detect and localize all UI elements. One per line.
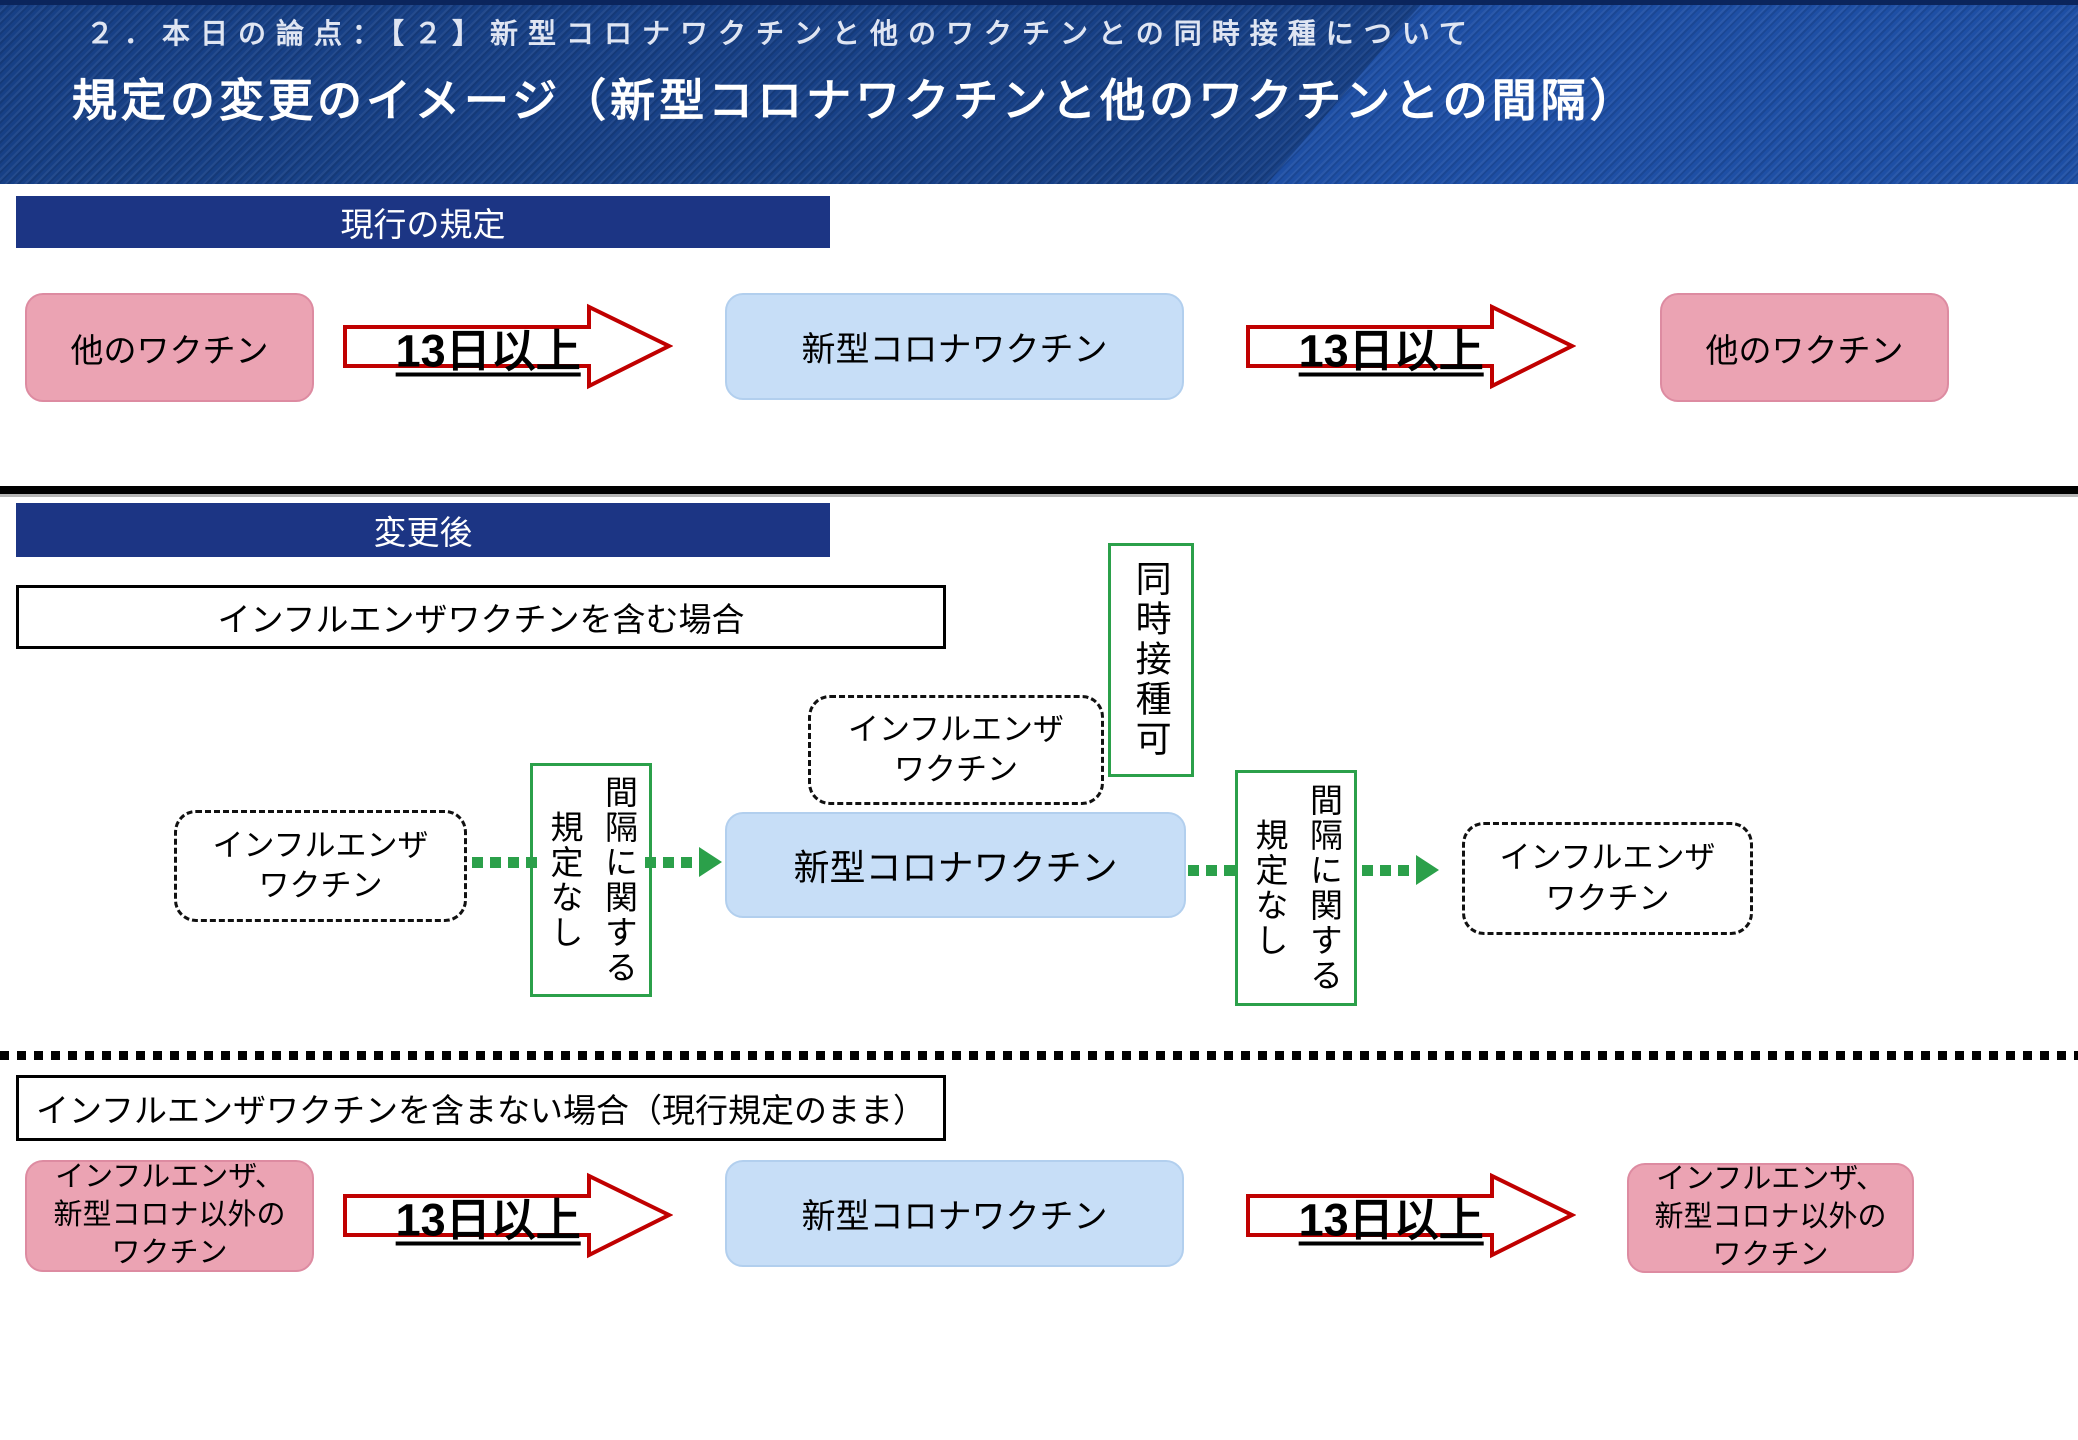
covid-vaccine-box-middle: 新型コロナワクチン [725, 812, 1186, 918]
interval-arrow-label: 13日以上 [395, 325, 581, 376]
covid-vaccine-box: 新型コロナワクチン [725, 293, 1184, 400]
interval-arrow-right: 13日以上 [1246, 1172, 1576, 1259]
other-vaccine-box-left: 他のワクチン [25, 293, 314, 402]
no-interval-rule-box-right: 間隔に関する 規定なし [1235, 770, 1357, 1006]
right-arrow-icon [1246, 1172, 1576, 1259]
green-dotted-arrow [645, 847, 722, 877]
arrow-head-icon [699, 847, 722, 877]
page-title: 規定の変更のイメージ（新型コロナワクチンと他のワクチンとの間隔） [72, 75, 1639, 126]
non-flu-non-covid-vaccine-box-left: インフルエンザ、 新型コロナ以外の ワクチン [25, 1160, 314, 1272]
case-without-flu-label: インフルエンザワクチンを含まない場合（現行規定のまま） [16, 1075, 946, 1141]
no-interval-rule-text: 間隔に関する 規定なし [546, 775, 638, 985]
covid-vaccine-box-bottom: 新型コロナワクチン [725, 1160, 1184, 1267]
simultaneous-ok-box: 同時接種可 [1108, 543, 1194, 777]
interval-arrow-left: 13日以上 [343, 303, 673, 390]
no-interval-rule-text: 間隔に関する 規定なし [1251, 783, 1343, 993]
flu-vaccine-box-left: インフルエンザ ワクチン [174, 810, 467, 922]
header: ２．本日の論点：【２】新型コロナワクチンと他のワクチンとの同時接種について 規定… [0, 0, 2078, 184]
banner-current-rules: 現行の規定 [16, 196, 830, 248]
right-arrow-icon [1246, 303, 1576, 390]
case-with-flu-label: インフルエンザワクチンを含む場合 [16, 585, 946, 649]
topic-line: ２．本日の論点：【２】新型コロナワクチンと他のワクチンとの同時接種について [86, 18, 1477, 49]
flu-vaccine-box-top: インフルエンザ ワクチン [808, 695, 1104, 805]
simultaneous-ok-text: 同時接種可 [1130, 560, 1172, 760]
dotted-divider [0, 1051, 2078, 1060]
green-dotted-arrow [1362, 855, 1439, 885]
right-arrow-icon [343, 303, 673, 390]
green-dotted-arrow [1188, 855, 1235, 885]
interval-arrow-right: 13日以上 [1246, 303, 1576, 390]
flu-vaccine-box-right: インフルエンザ ワクチン [1462, 822, 1753, 935]
header-top-strip [0, 0, 2078, 5]
other-vaccine-box-right: 他のワクチン [1660, 293, 1949, 402]
no-interval-rule-box-left: 間隔に関する 規定なし [530, 763, 652, 997]
header-diagonal-band [1266, 0, 2078, 184]
interval-arrow-left: 13日以上 [343, 1172, 673, 1259]
interval-arrow-label: 13日以上 [1298, 325, 1484, 376]
section-divider [0, 486, 2078, 497]
green-dotted-arrow [472, 847, 537, 877]
banner-after-change: 変更後 [16, 503, 830, 557]
arrow-head-icon [1416, 855, 1439, 885]
right-arrow-icon [343, 1172, 673, 1259]
non-flu-non-covid-vaccine-box-right: インフルエンザ、 新型コロナ以外の ワクチン [1627, 1163, 1914, 1273]
interval-arrow-label: 13日以上 [1298, 1194, 1484, 1245]
interval-arrow-label: 13日以上 [395, 1194, 581, 1245]
